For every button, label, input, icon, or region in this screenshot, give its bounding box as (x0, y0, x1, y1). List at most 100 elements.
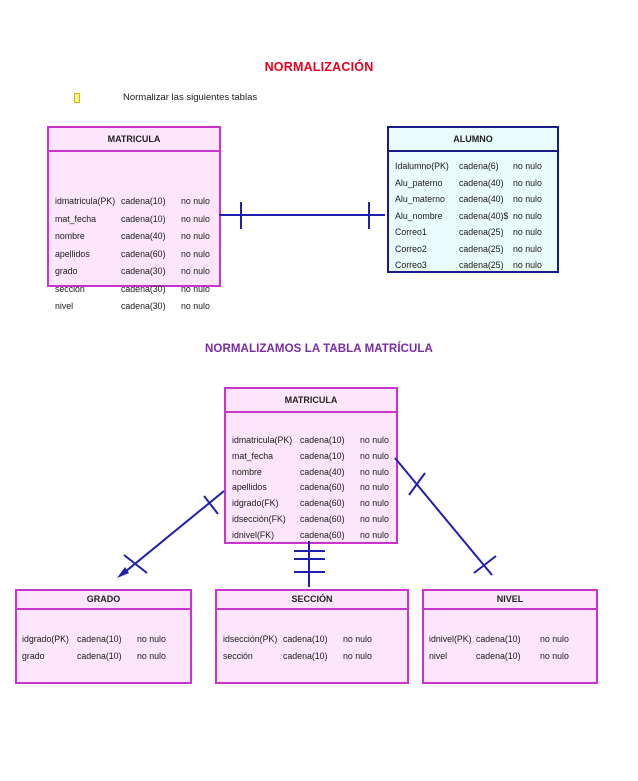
attribute-type: cadena(25) (459, 243, 504, 254)
attribute-name: nivel (429, 651, 448, 661)
attribute-constraint: no nulo (181, 196, 210, 206)
attribute-type: cadena(60) (300, 529, 345, 540)
attribute-constraint: no nulo (360, 450, 389, 461)
section-subtitle: NORMALIZAMOS LA TABLA MATRÍCULA (205, 343, 433, 355)
attribute-constraint: no nulo (181, 213, 210, 224)
attribute-name: Alu_nombre (395, 210, 443, 221)
entity-attributes: idnivel(PK) cadena(10) no nulo nivel cadena(… (424, 610, 596, 682)
attribute-type: cadena(30) (121, 283, 166, 294)
relationship-line-matricula-nivel (394, 457, 493, 576)
attribute-constraint: no nulo (513, 194, 542, 204)
attribute-name: Alu_paterno (395, 177, 443, 188)
attribute-name: nombre (232, 466, 262, 477)
attribute-constraint: no nulo (181, 266, 210, 276)
attribute-name: idgrado(PK) (22, 634, 69, 644)
attribute-constraint: no nulo (513, 227, 542, 237)
entity-seccion: SECCIÓN idsección(PK) cadena(10) no nulo se… (215, 589, 409, 684)
intro-text: Normalizar las siguientes tablas (123, 92, 258, 103)
attribute-name: mat_fecha (232, 450, 274, 461)
attribute-name: idgrado(FK) (232, 498, 279, 509)
attribute-constraint: no nulo (540, 634, 569, 644)
attribute-type: cadena(6) (459, 161, 499, 171)
entity-matricula-normalized: MATRICULA idmatricula(PK) cadena(10) no nu… (224, 387, 398, 544)
one-marker-matricula-nivel (408, 472, 426, 496)
attribute-type: cadena(60) (300, 498, 345, 509)
attribute-type: cadena(40)$ (459, 210, 509, 221)
attribute-constraint: no nulo (513, 177, 542, 188)
many-marker-grado (123, 554, 148, 574)
attribute-constraint: no nulo (513, 210, 542, 221)
relationship-line-matricula-grado (119, 490, 225, 577)
entity-grado: GRADO idgrado(PK) cadena(10) no nulo grado c… (15, 589, 192, 684)
attribute-type: cadena(30) (121, 266, 166, 276)
entity-matricula-original: MATRICULA idmatricula(PK)cadena(10)no nu… (47, 126, 221, 311)
arrowhead-grado (117, 567, 129, 578)
attribute-name: Correo1 (395, 227, 427, 237)
entity-attributes: idgrado(PK) cadena(10) no nulo grado cadena(… (17, 610, 190, 682)
attribute-type: cadena(60) (300, 514, 345, 524)
attribute-type: cadena(40) (459, 177, 504, 188)
attribute-name: Idalumno(PK) (395, 161, 449, 171)
attribute-type: cadena(60) (300, 482, 345, 493)
attribute-constraint: no nulo (181, 283, 210, 294)
attribute-type: cadena(10) (121, 213, 166, 224)
entity-attributes: idmatricula(PK) cadena(10) no nulo mat_fech… (226, 413, 396, 542)
attribute-type: cadena(25) (459, 260, 504, 270)
attribute-name: sección (55, 283, 85, 294)
attribute-type: cadena(10) (121, 196, 166, 206)
entity-header: MATRICULA (226, 389, 396, 413)
attribute-name: idnivel(PK) (429, 634, 472, 644)
page-title: NORMALIZACIÓN (264, 60, 374, 74)
square-bullet-icon (74, 93, 80, 103)
attribute-type: cadena(30) (121, 301, 166, 311)
attribute-constraint: no nulo (343, 634, 372, 644)
attribute-constraint: no nulo (360, 498, 389, 509)
attribute-name: nivel (55, 301, 74, 311)
attribute-constraint: no nulo (360, 529, 389, 540)
one-marker-matricula-grado (203, 495, 219, 515)
attribute-type: cadena(10) (300, 435, 345, 445)
attribute-type: cadena(25) (459, 227, 504, 237)
attribute-name: grado (22, 651, 45, 661)
attribute-type: cadena(40) (121, 231, 166, 241)
attribute-constraint: no nulo (360, 435, 389, 445)
attribute-name: apellidos (232, 482, 267, 493)
entity-nivel: NIVEL idnivel(PK) cadena(10) no nulo nivel c… (422, 589, 598, 684)
entity-header: GRADO (17, 591, 190, 610)
attribute-constraint: no nulo (360, 466, 389, 477)
attribute-constraint: no nulo (181, 231, 210, 241)
entity-alumno: ALUMNO Idalumno(PK) cadena(6) no nulo Alu_p… (387, 126, 559, 273)
attribute-name: idnivel(FK) (232, 529, 275, 540)
attribute-type: cadena(10) (77, 651, 122, 661)
attribute-constraint: no nulo (360, 482, 389, 493)
entity-header: ALUMNO (389, 128, 557, 152)
attribute-name: mat_fecha (55, 213, 97, 224)
attribute-name: grado (55, 266, 78, 276)
attribute-constraint: no nulo (181, 248, 210, 259)
attribute-type: cadena(10) (283, 651, 328, 661)
attribute-name: Alu_materno (395, 194, 445, 204)
entity-header: NIVEL (424, 591, 596, 610)
attribute-type: cadena(60) (121, 248, 166, 259)
attribute-constraint: no nulo (513, 243, 542, 254)
entity-header: SECCIÓN (217, 591, 407, 610)
attribute-type: cadena(10) (77, 634, 122, 644)
attribute-type: cadena(40) (300, 466, 345, 477)
entity-attributes: idsección(PK) cadena(10) no nulo sección cad… (217, 610, 407, 682)
attribute-type: cadena(10) (476, 634, 521, 644)
attribute-type: cadena(10) (283, 634, 328, 644)
attribute-constraint: no nulo (137, 634, 166, 644)
attribute-constraint: no nulo (181, 301, 210, 311)
attribute-name: Correo3 (395, 260, 427, 270)
attribute-constraint: no nulo (513, 260, 542, 270)
attribute-name: apellidos (55, 248, 90, 259)
attribute-name: idmatricula(PK) (232, 435, 293, 445)
attribute-name: idsección(FK) (232, 514, 286, 524)
attribute-constraint: no nulo (360, 514, 389, 524)
attribute-name: idsección(PK) (223, 634, 278, 644)
attribute-type: cadena(10) (476, 651, 521, 661)
attribute-constraint: no nulo (137, 651, 166, 661)
attribute-name: sección (223, 651, 253, 661)
